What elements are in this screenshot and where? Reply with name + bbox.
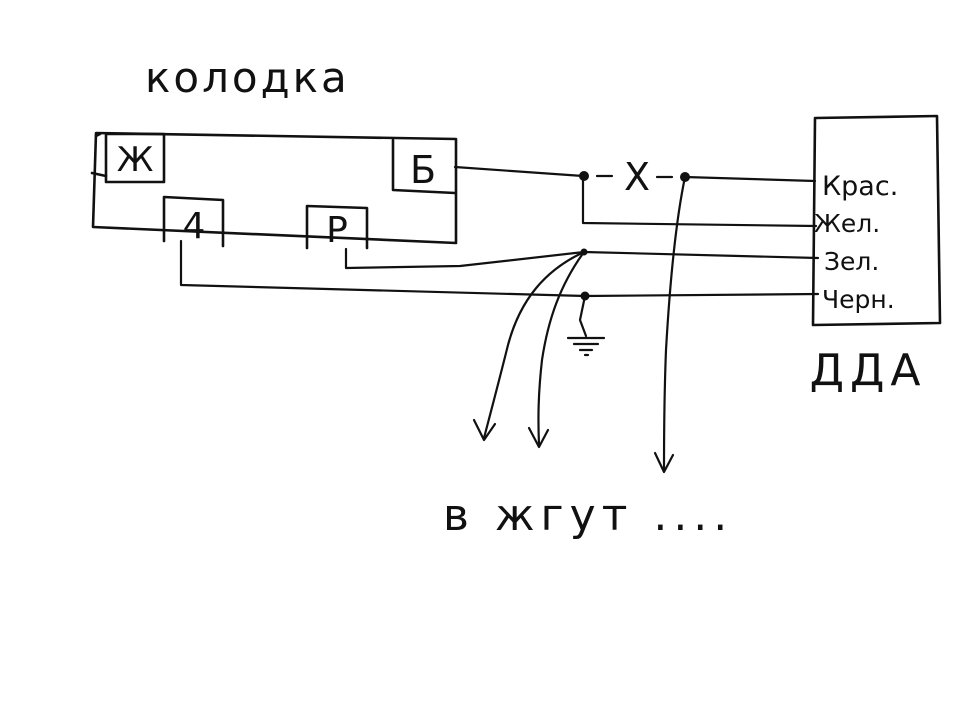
connector-block (90, 131, 458, 245)
switch-label: X (624, 155, 650, 199)
connector-title: колодка (145, 53, 350, 102)
pin-zh: Ж (104, 132, 166, 184)
ground-icon (566, 294, 606, 357)
harness-lead-2 (527, 250, 586, 449)
wire-green (344, 247, 820, 270)
harness-lead-3 (653, 175, 687, 474)
wire-yellow (581, 174, 818, 228)
wire-label-red: Крас. (822, 171, 898, 202)
harness-note: в жгут .... (443, 490, 733, 541)
harness-lead-1 (472, 250, 586, 442)
pin-b: Б (391, 138, 457, 195)
wire-label-black: Черн. (822, 285, 895, 314)
pin-b-label: Б (410, 148, 436, 192)
sensor-box (811, 114, 942, 327)
pin-4: 4 (162, 195, 225, 248)
pin-zh-label: Ж (117, 140, 154, 180)
pin-r-label: Р (326, 210, 348, 251)
pin-4-label: 4 (183, 206, 206, 247)
pin-r: Р (305, 204, 369, 251)
sensor-name: ДДА (810, 345, 927, 396)
wire-label-yellow: Жел. (814, 209, 880, 238)
wire-black (179, 239, 820, 298)
switch-symbol: X (624, 155, 650, 199)
wire-label-green: Зел. (824, 247, 879, 276)
